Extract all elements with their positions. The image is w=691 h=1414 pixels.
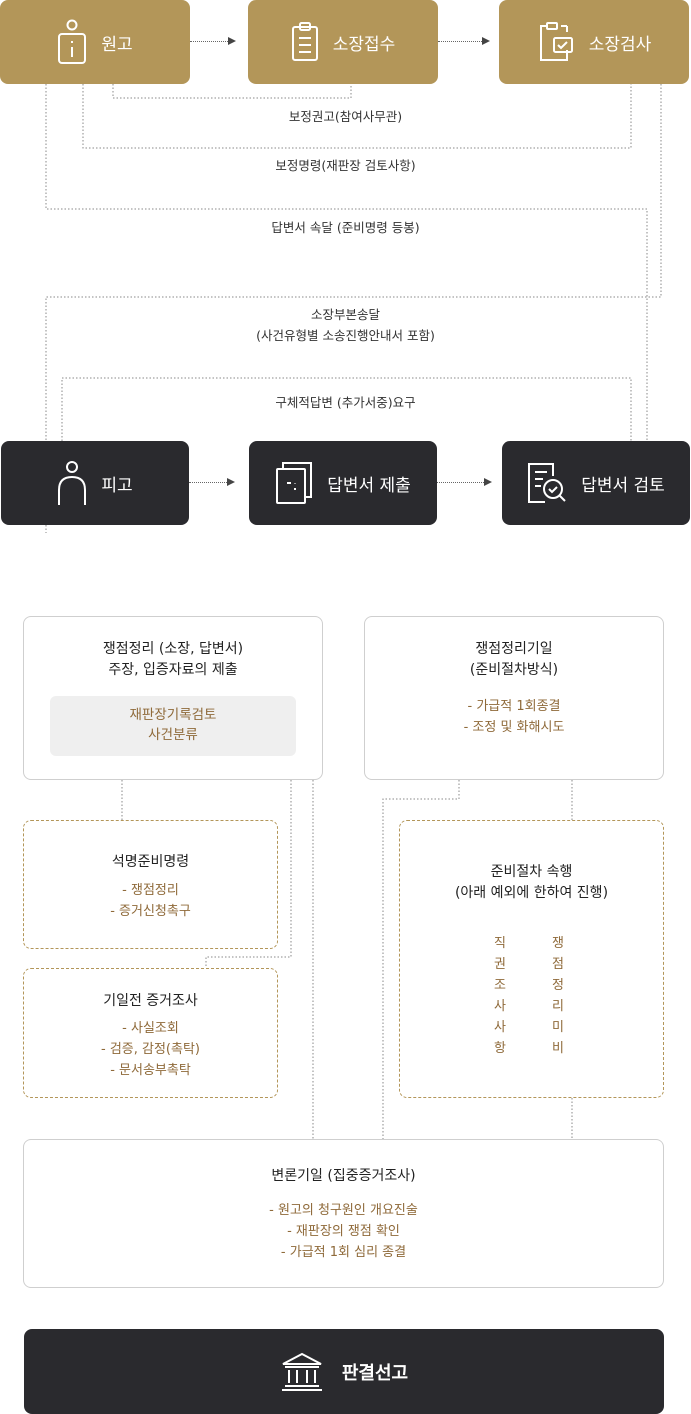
judgment-label: 판결선고 (341, 1362, 409, 1384)
exception-char: 조 (494, 978, 506, 993)
flow-arrow (190, 37, 236, 45)
answer-submission-box: 답변서 제출 (249, 441, 437, 525)
flow-arrow (189, 478, 235, 486)
issue-arrangement-title-2: 주장, 입증자료의 제출 (108, 662, 238, 678)
correction-recommendation-text: 보정권고(참여사무관) (288, 109, 403, 124)
exception-char: 정 (552, 978, 564, 993)
issue-date-item: - 조정 및 화해시도 (463, 720, 565, 735)
pre-date-evidence-item: - 문서송부촉탁 (110, 1063, 191, 1078)
document-stack-icon (275, 461, 313, 505)
pre-date-evidence-card: 기일전 증거조사 - 사실조회 - 검증, 감정(촉탁) - 문서송부촉탁 (23, 968, 278, 1098)
case-classification-text: 사건분류 (148, 727, 198, 743)
exception-column-1: 직 권 조 사 사 항 (490, 933, 510, 1059)
defendant-label: 피고 (101, 475, 133, 496)
exception-column-2: 쟁 점 정 리 미 비 (548, 933, 568, 1059)
exception-char: 리 (552, 999, 564, 1014)
person-info-icon (57, 19, 87, 65)
pleading-date-item: - 가급적 1회 심리 종결 (280, 1245, 407, 1260)
answer-delivery-text: 답변서 속달 (준비명령 등봉) (271, 220, 420, 235)
exception-char: 항 (494, 1041, 506, 1056)
flow-arrow (438, 37, 490, 45)
exception-char: 사 (494, 999, 506, 1014)
issue-arrangement-title-1: 쟁점정리 (소장, 답변서) (102, 641, 244, 657)
plaintiff-label: 원고 (101, 34, 133, 55)
courthouse-icon (280, 1352, 324, 1392)
pre-date-evidence-title: 기일전 증거조사 (103, 993, 198, 1009)
person-icon (57, 460, 87, 506)
complaint-copy-text-2: (사건유형별 소송진행안내서 포함) (256, 328, 435, 343)
prep-procedure-title-2: (아래 예외에 한하여 진행) (454, 885, 609, 901)
complaint-copy-text-1: 소장부본송달 (310, 307, 380, 322)
written-order-title: 석명준비명령 (111, 854, 190, 870)
answer-review-label: 답변서 검토 (581, 475, 665, 496)
pre-date-evidence-item: - 사실조회 (122, 1021, 179, 1036)
issue-date-card: 쟁점정리기일 (준비절차방식) - 가급적 1회종결 - 조정 및 화해시도 (364, 616, 664, 780)
exception-char: 비 (552, 1041, 564, 1056)
flow-arrow (437, 478, 492, 486)
pleading-date-item: - 원고의 청구원인 개요진술 (269, 1203, 418, 1218)
record-review-text: 재판장기록검토 (129, 707, 217, 723)
exception-char: 점 (552, 957, 564, 972)
pleading-date-title: 변론기일 (집중증거조사) (271, 1168, 416, 1184)
issue-date-item: - 가급적 1회종결 (467, 699, 561, 714)
specific-answer-text: 구체적답변 (추가서중)요구 (275, 395, 416, 410)
prep-procedure-card: 준비절차 속행 (아래 예외에 한하여 진행) 직 권 조 사 사 항 쟁 점 … (399, 820, 664, 1098)
answer-review-box: 답변서 검토 (502, 441, 690, 525)
written-order-item: - 쟁점정리 (122, 883, 179, 898)
complaint-review-label: 소장검사 (588, 34, 652, 55)
plaintiff-box: 원고 (0, 0, 190, 84)
issue-arrangement-card: 쟁점정리 (소장, 답변서) 주장, 입증자료의 제출 재판장기록검토 사건분류 (23, 616, 323, 780)
correction-order-text: 보정명령(재판장 검토사항) (275, 158, 416, 173)
written-order-card: 석명준비명령 - 쟁점정리 - 증거신청촉구 (23, 820, 278, 949)
prep-procedure-title-1: 준비절차 속행 (490, 864, 573, 880)
complaint-receipt-label: 소장접수 (332, 34, 396, 55)
pre-date-evidence-item: - 검증, 감정(촉탁) (101, 1042, 200, 1057)
document-check-icon (537, 22, 575, 62)
exception-char: 사 (494, 1020, 506, 1035)
complaint-review-box: 소장검사 (499, 0, 689, 84)
exception-char: 권 (494, 957, 506, 972)
record-review-pill: 재판장기록검토 사건분류 (50, 696, 296, 756)
clipboard-icon (291, 22, 319, 62)
complaint-receipt-box: 소장접수 (248, 0, 438, 84)
issue-date-title-1: 쟁점정리기일 (475, 641, 553, 657)
document-search-icon (527, 462, 567, 504)
exception-char: 쟁 (552, 936, 564, 951)
issue-date-title-2: (준비절차방식) (469, 662, 559, 678)
pleading-date-card: 변론기일 (집중증거조사) - 원고의 청구원인 개요진술 - 재판장의 쟁점 … (23, 1139, 664, 1288)
written-order-item: - 증거신청촉구 (110, 904, 191, 919)
exception-char: 직 (494, 936, 506, 951)
pleading-date-item: - 재판장의 쟁점 확인 (287, 1224, 400, 1239)
exception-char: 미 (552, 1020, 564, 1035)
judgment-box: 판결선고 (24, 1329, 664, 1414)
defendant-box: 피고 (1, 441, 189, 525)
answer-submission-label: 답변서 제출 (327, 475, 411, 496)
